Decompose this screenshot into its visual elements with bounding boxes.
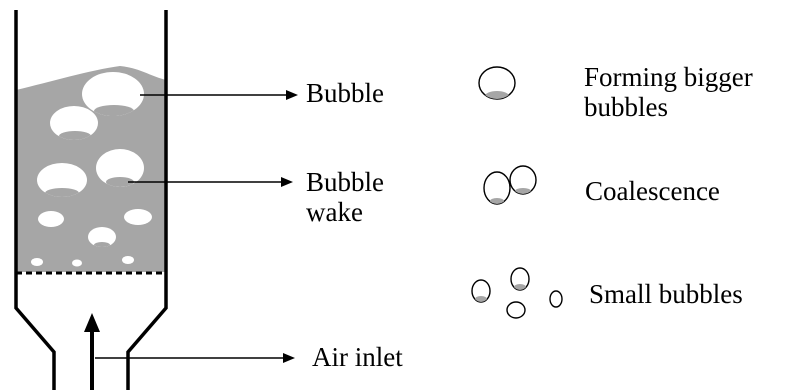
bubble (72, 259, 82, 267)
bubble (31, 258, 43, 266)
column-walls (14, 10, 168, 390)
legend-coalescence-icon (483, 165, 537, 205)
label-air-inlet: Air inlet (312, 342, 403, 372)
bubble (37, 163, 87, 197)
legend-label-forming: Forming bigger bubbles (584, 62, 753, 122)
bubble (82, 72, 144, 116)
legend-label-small: Small bubbles (589, 279, 743, 309)
inlet-arrowhead (283, 353, 295, 363)
bubble (38, 211, 64, 227)
bubble (96, 149, 144, 187)
label-bubble-wake: Bubble wake (306, 167, 384, 227)
legend-forming-bubble-icon (478, 66, 516, 100)
label-bubble: Bubble (306, 78, 384, 108)
air-flow-arrow (84, 313, 100, 390)
bubble (122, 256, 134, 264)
legend-small-bubbles-icon (471, 267, 563, 319)
bubble (88, 227, 116, 247)
bubble-arrowhead (286, 90, 298, 100)
leader-arrows (95, 90, 298, 363)
column-bubbles (31, 72, 152, 267)
wake-arrowhead (281, 177, 293, 187)
bubble (124, 209, 152, 225)
legend-label-coalescence: Coalescence (585, 176, 720, 206)
bubble (50, 106, 98, 140)
